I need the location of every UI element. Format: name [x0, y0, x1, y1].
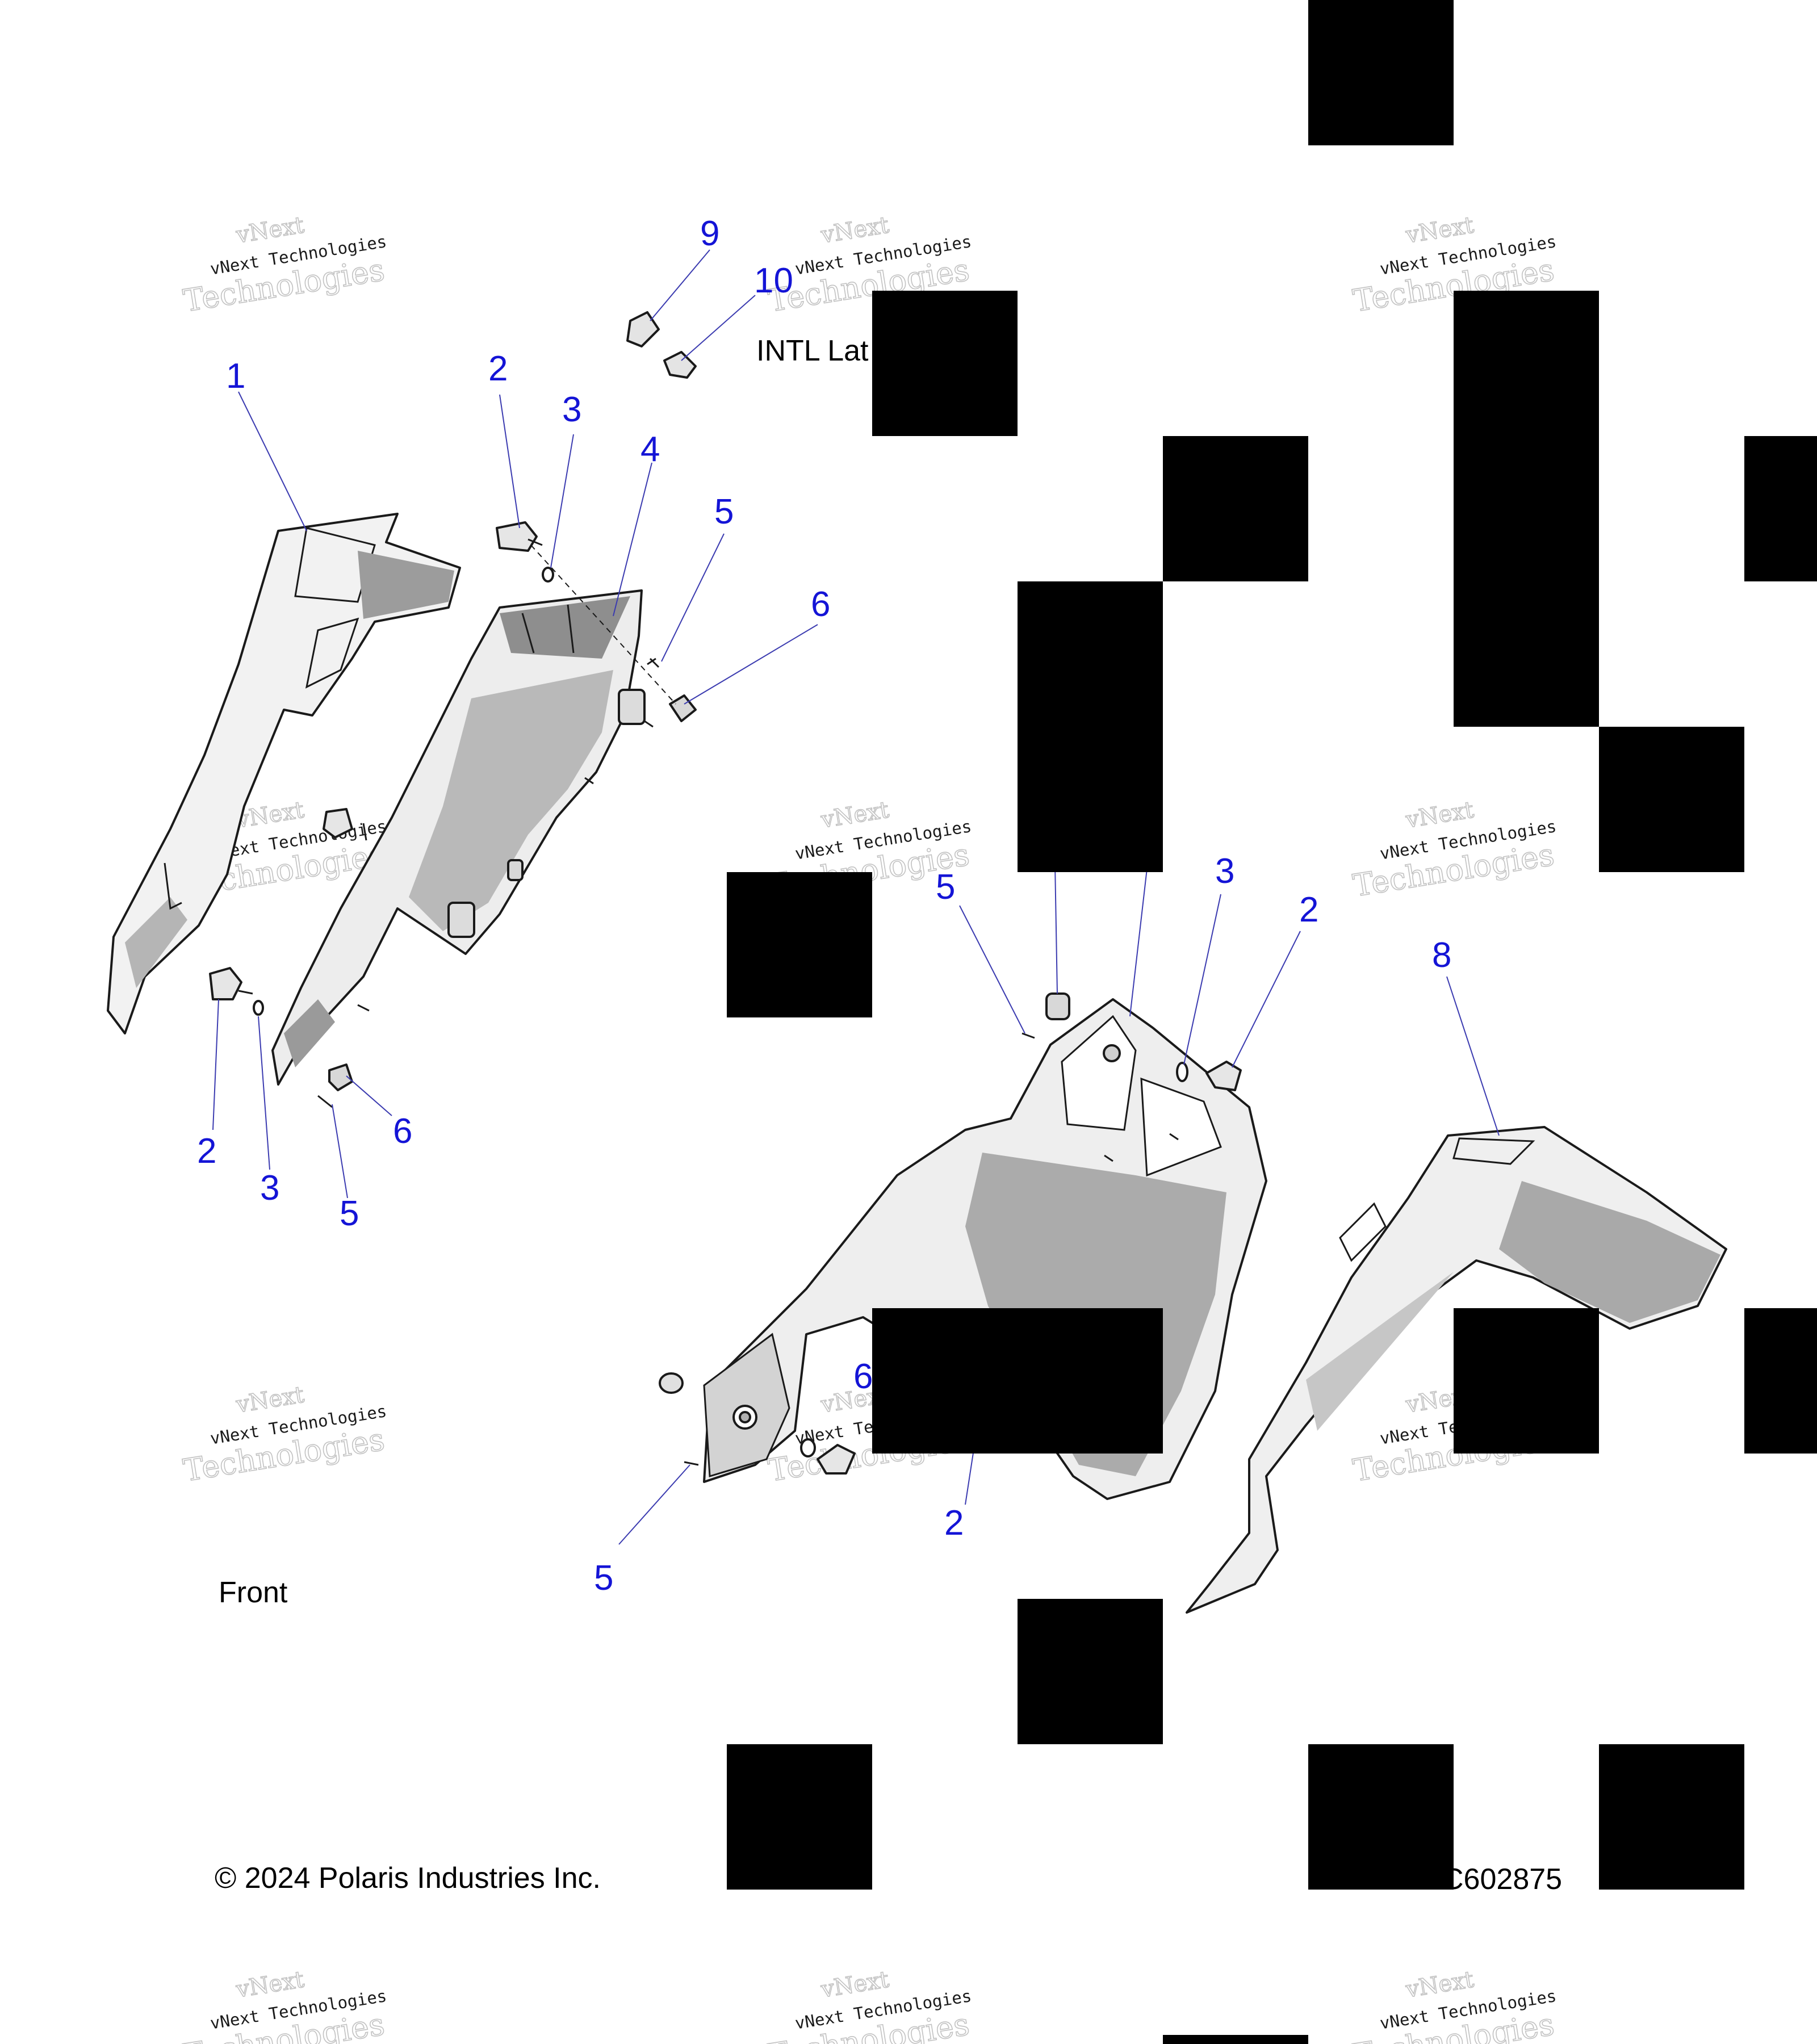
redaction-block — [1308, 1744, 1454, 1890]
redaction-block — [727, 1744, 872, 1890]
redaction-blocks — [727, 0, 1817, 2044]
part-10-clip — [663, 351, 697, 379]
watermark-line1: vNext — [819, 797, 891, 833]
watermark-line1: vNext — [1404, 797, 1476, 833]
callout-1: 1 — [226, 357, 245, 396]
watermark: vNext vNext Technologies Technologies — [765, 1966, 973, 2044]
part-2-fastener-rear-top — [1205, 1061, 1242, 1091]
part-6-nut-mid — [507, 859, 524, 881]
part-5-screw-rear-bottom — [684, 1461, 699, 1466]
part-3-grommet-rear-bottom — [800, 1438, 816, 1457]
watermark: vNext vNext Technologies Technologies — [181, 1966, 388, 2044]
watermark-line1: vNext — [819, 212, 891, 248]
callout-9: 9 — [700, 214, 719, 253]
watermark-line1: vNext — [819, 1966, 891, 2003]
part-3-grommet-bottom — [253, 1000, 264, 1016]
callout-3: 3 — [562, 390, 581, 429]
part-6-nut-rear-top — [1045, 992, 1070, 1020]
part-2-fastener-mid — [323, 808, 367, 841]
screw — [1104, 1133, 1179, 1162]
intl-note: INTL Lat — [756, 334, 869, 367]
leader-lines-right — [618, 862, 1500, 1545]
redaction-block — [1018, 581, 1163, 872]
callout-5: 5 — [714, 492, 734, 531]
callout-10: 10 — [754, 261, 793, 300]
part-3-grommet-top — [542, 567, 554, 583]
redaction-block — [872, 291, 1018, 436]
redaction-block — [1308, 0, 1454, 145]
callout-5: 5 — [594, 1559, 613, 1598]
copyright: © 2024 Polaris Industries Inc. — [215, 1862, 601, 1895]
redaction-block — [1018, 1599, 1163, 1744]
part-6-nut-bottom — [328, 1063, 353, 1091]
callout-2: 2 — [488, 349, 508, 388]
callout-3: 3 — [260, 1168, 279, 1208]
part-2-fastener-bottom — [209, 967, 253, 1000]
redaction-block — [1744, 436, 1817, 581]
watermark: vNext vNext Technologies Technologies — [1350, 797, 1558, 904]
callout-2: 2 — [944, 1503, 964, 1543]
callout-2: 2 — [1299, 890, 1318, 929]
part-5-screw-rear-top — [1021, 1032, 1035, 1039]
redaction-block — [1454, 291, 1599, 727]
redaction-block — [727, 872, 872, 1017]
part-9-clip — [626, 311, 660, 347]
redaction-block — [1163, 2035, 1308, 2044]
part-5-screw-bottom — [317, 1095, 333, 1108]
callout-5: 5 — [936, 868, 955, 907]
part-1-outer-panel — [107, 513, 461, 1034]
callout-8: 8 — [1432, 936, 1451, 975]
part-4-inner-panel — [271, 589, 646, 1086]
screw — [584, 720, 654, 785]
redaction-block — [1599, 1744, 1744, 1890]
alignment-line — [530, 544, 676, 705]
part-5-screw-mid — [357, 1004, 370, 1012]
part-6-nut-top — [669, 694, 697, 722]
redaction-block — [1744, 1308, 1817, 1454]
part-3-grommet-rear-top — [1176, 1062, 1188, 1082]
part-2-fastener-rear-bottom — [817, 1444, 856, 1475]
callout-6: 6 — [393, 1112, 412, 1151]
part-8-outer-panel — [1186, 1126, 1727, 1614]
watermark-line1: vNext — [1404, 212, 1476, 248]
callout-5: 5 — [340, 1194, 359, 1233]
redaction-block — [1454, 1308, 1599, 1454]
watermark-line1: vNext — [234, 1381, 306, 1418]
watermark: vNext vNext Technologies Technologies — [181, 1381, 388, 1489]
part-6-nut-rear-bottom — [659, 1372, 684, 1394]
callout-3: 3 — [1215, 852, 1234, 891]
part-2-fastener-top — [496, 521, 543, 552]
leader-lines-left — [212, 249, 818, 1199]
redaction-block — [1599, 727, 1744, 872]
callout-6: 6 — [853, 1357, 873, 1396]
watermark-line1: vNext — [1404, 1966, 1476, 2003]
callout-4: 4 — [640, 430, 660, 469]
part-5-screw-top — [647, 657, 660, 668]
redaction-block — [872, 1308, 1163, 1454]
watermark-line1: vNext — [234, 1966, 306, 2003]
figure-code: C602875 — [1442, 1863, 1562, 1896]
watermark: vNext vNext Technologies Technologies — [181, 212, 388, 320]
callout-6: 6 — [811, 585, 830, 624]
redaction-block — [1163, 436, 1308, 581]
watermark-line1: vNext — [234, 212, 306, 248]
callout-2: 2 — [197, 1132, 216, 1171]
front-label: Front — [219, 1576, 288, 1609]
watermark: vNext vNext Technologies Technologies — [1350, 1966, 1558, 2044]
